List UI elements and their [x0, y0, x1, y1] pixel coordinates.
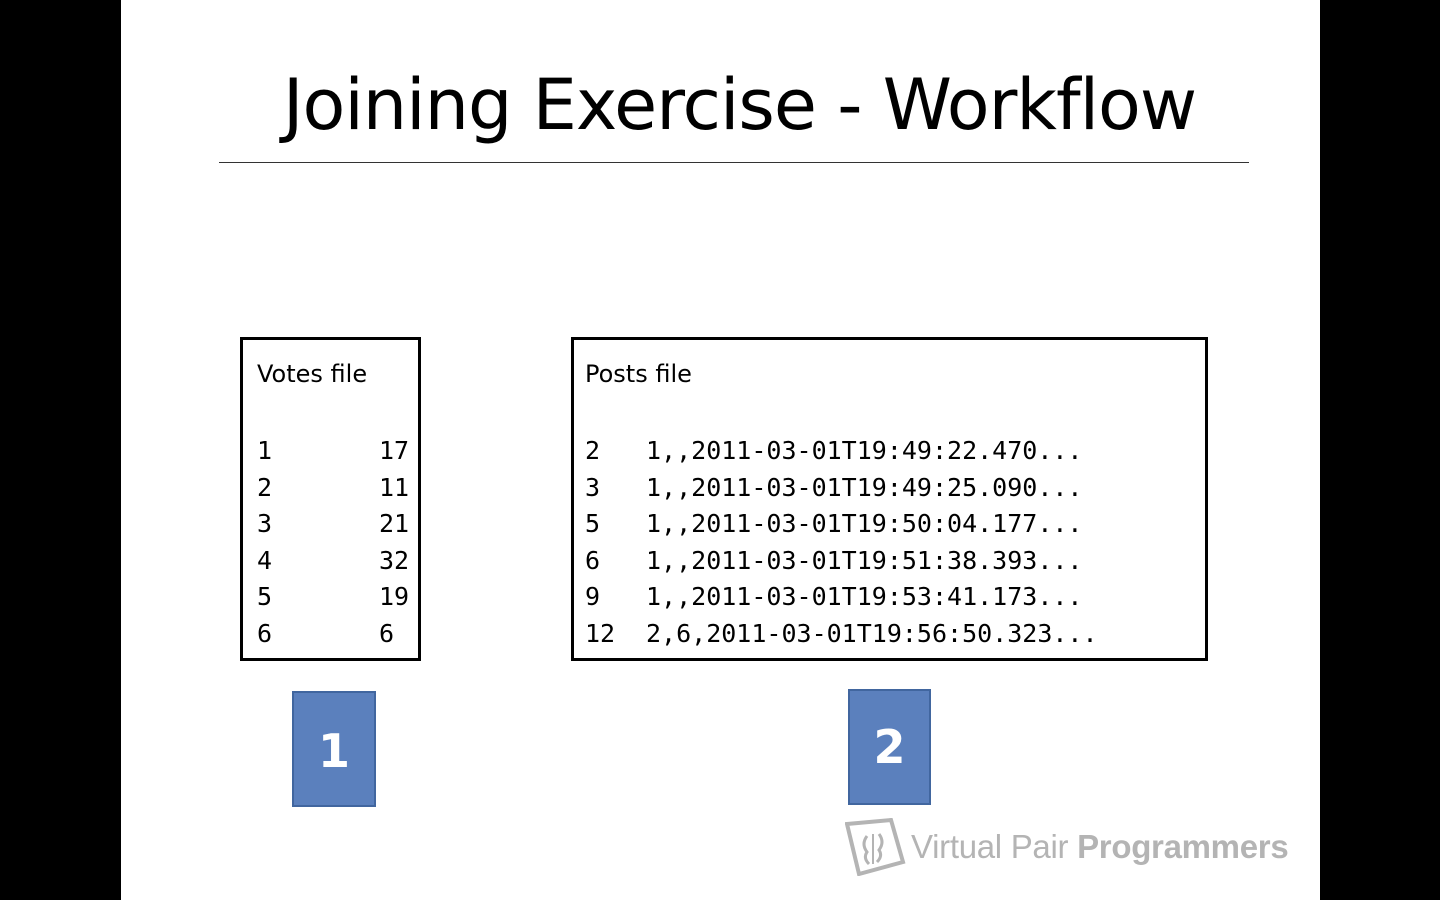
- votes-row-key: 2: [257, 472, 273, 502]
- posts-row: 12 2,6,2011-03-01T19:56:50.323...: [585, 616, 1195, 653]
- posts-row-key: 9: [585, 582, 601, 612]
- posts-row: 2 1,,2011-03-01T19:49:22.470...: [585, 433, 1195, 470]
- votes-row-value: 17: [379, 436, 410, 465]
- votes-row-key: 6: [257, 618, 273, 648]
- step-2-marker: 2: [848, 689, 931, 805]
- posts-row-value: 1,,2011-03-01T19:51:38.393...: [646, 545, 1083, 575]
- posts-row: 5 1,,2011-03-01T19:50:04.177...: [585, 506, 1195, 543]
- posts-file-rows: 2 1,,2011-03-01T19:49:22.470... 3 1,,2011-…: [585, 433, 1195, 653]
- votes-row-key: 5: [257, 582, 273, 612]
- brand-name-bold: Programmers: [1077, 828, 1289, 865]
- votes-row-value: 6: [379, 618, 395, 648]
- votes-file-title: Votes file: [257, 360, 368, 388]
- posts-row: 9 1,,2011-03-01T19:53:41.173...: [585, 579, 1195, 616]
- votes-row: 5 19: [257, 579, 410, 616]
- posts-row-value: 1,,2011-03-01T19:49:25.090...: [646, 472, 1083, 502]
- votes-row-key: 3: [257, 509, 273, 539]
- votes-row: 4 32: [257, 543, 410, 580]
- votes-row: 2 11: [257, 470, 410, 507]
- posts-file-title: Posts file: [585, 360, 692, 388]
- posts-row: 3 1,,2011-03-01T19:49:25.090...: [585, 470, 1195, 507]
- vpp-logo-icon: [845, 818, 906, 876]
- brand-name-light: Virtual Pair: [911, 828, 1078, 865]
- votes-row: 1 17: [257, 433, 410, 470]
- slide: Joining Exercise - Workflow Votes file 1…: [121, 0, 1320, 900]
- votes-row-value: 11: [379, 472, 410, 502]
- step-1-marker: 1: [292, 691, 376, 807]
- posts-row-key: 5: [585, 509, 601, 539]
- posts-row-key: 2: [585, 436, 601, 465]
- votes-row-value: 21: [379, 509, 410, 539]
- posts-row-value: 1,,2011-03-01T19:50:04.177...: [646, 509, 1083, 539]
- votes-row-value: 32: [379, 545, 410, 575]
- votes-row: 3 21: [257, 506, 410, 543]
- votes-row-key: 1: [257, 436, 273, 465]
- posts-row-key: 3: [585, 472, 601, 502]
- votes-row-value: 19: [379, 582, 410, 612]
- posts-file-box: Posts file 2 1,,2011-03-01T19:49:22.470..…: [571, 337, 1208, 661]
- posts-row-value: 1,,2011-03-01T19:53:41.173...: [646, 582, 1083, 612]
- brand-name: Virtual Pair Programmers: [911, 828, 1289, 866]
- posts-row-value: 2,6,2011-03-01T19:56:50.323...: [646, 618, 1098, 648]
- votes-row-key: 4: [257, 545, 273, 575]
- posts-row-value: 1,,2011-03-01T19:49:22.470...: [646, 436, 1083, 465]
- title-divider: [219, 162, 1249, 163]
- posts-row: 6 1,,2011-03-01T19:51:38.393...: [585, 543, 1195, 580]
- posts-row-key: 12: [585, 618, 616, 648]
- posts-row-key: 6: [585, 545, 601, 575]
- brand-watermark: Virtual Pair Programmers: [845, 818, 1289, 876]
- slide-title: Joining Exercise - Workflow: [282, 64, 1197, 146]
